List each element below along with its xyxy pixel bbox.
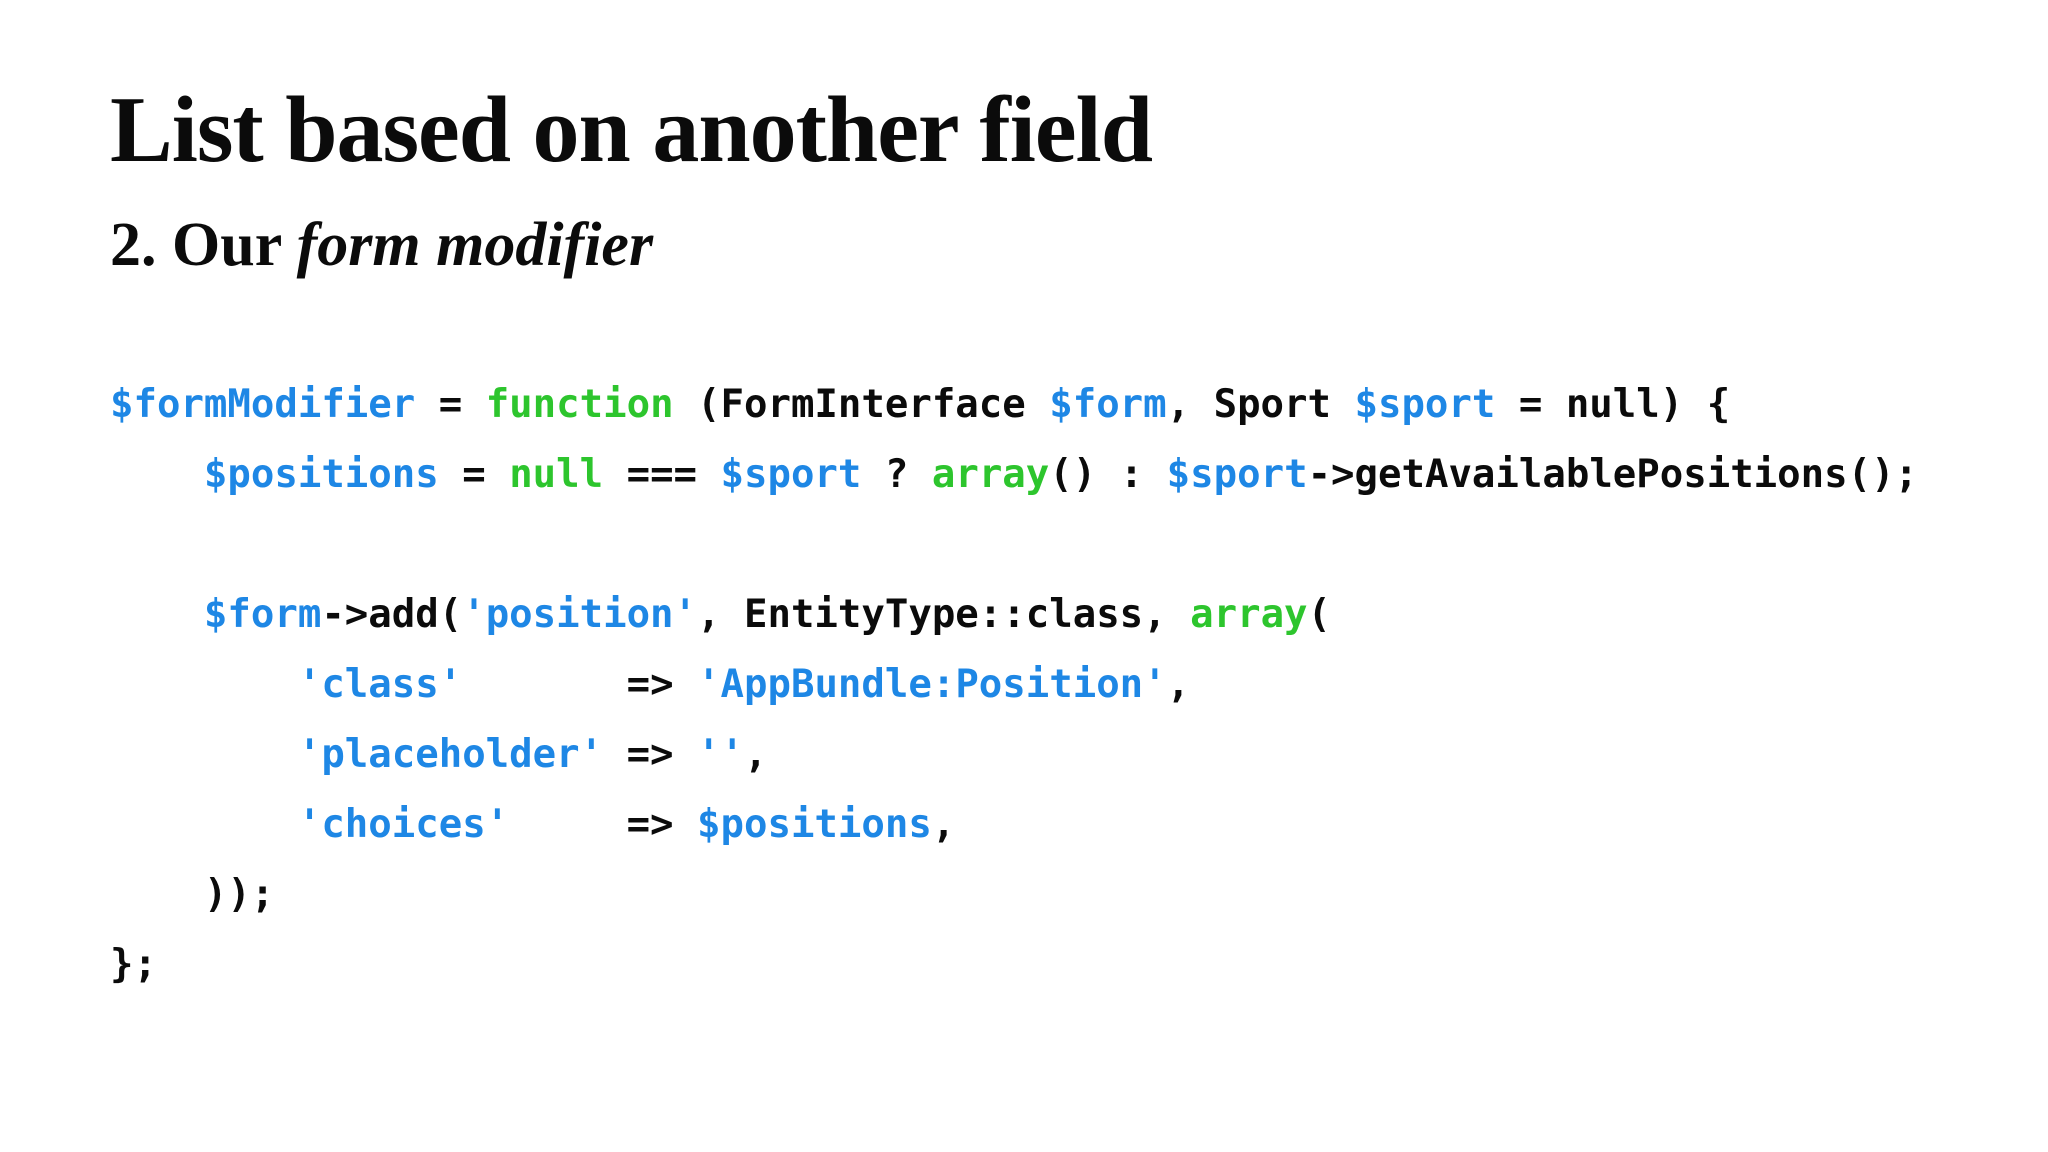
code-token-plain: = null) {: [1495, 381, 1731, 427]
code-token-variable: $sport: [720, 451, 862, 497]
code-token-plain: [462, 662, 626, 707]
code-token-plain: =>: [626, 661, 698, 707]
code-token-plain: [110, 592, 204, 637]
code-token-keyword: function: [485, 381, 674, 427]
code-token-variable: $form: [1049, 381, 1167, 427]
code-token-keyword: array: [1190, 591, 1308, 637]
code-token-plain: ===: [603, 451, 721, 497]
code-token-string: '': [697, 731, 744, 777]
code-token-plain: [110, 802, 298, 847]
code-token-plain: , Sport: [1166, 381, 1355, 427]
code-token-plain: =>: [626, 731, 698, 777]
code-token-variable: $form: [203, 591, 322, 637]
code-token-plain: (FormInterface: [673, 381, 1050, 427]
code-line: $formModifier = function (FormInterface …: [110, 370, 2048, 440]
slide-subtitle: 2. Our form modifier: [110, 206, 2048, 285]
code-token-plain: , EntityType::class,: [697, 591, 1191, 637]
code-line: 'placeholder' => '',: [110, 720, 2048, 790]
code-token-keyword: array: [931, 451, 1050, 497]
code-token-plain: (: [1307, 591, 1332, 637]
code-token-string: 'placeholder': [297, 731, 604, 777]
code-token-plain: () :: [1049, 451, 1167, 497]
code-token-plain: [110, 452, 204, 497]
code-token-variable: $positions: [203, 451, 439, 497]
code-line: 'class' => 'AppBundle:Position',: [110, 650, 2048, 720]
code-line: ));: [110, 860, 2048, 930]
code-line: 'choices' => $positions,: [110, 790, 2048, 860]
code-token-keyword: null: [509, 451, 604, 497]
code-token-plain: };: [110, 941, 157, 987]
code-token-plain: [110, 732, 298, 777]
slide-subtitle-prefix: 2. Our: [110, 211, 297, 280]
code-token-string: 'class': [297, 661, 463, 707]
code-token-plain: ->add(: [321, 591, 463, 637]
code-line: $form->add('position', EntityType::class…: [110, 580, 2048, 650]
code-token-plain: [509, 802, 626, 847]
code-token-plain: ?: [861, 451, 932, 497]
code-block: $formModifier = function (FormInterface …: [110, 370, 2048, 1000]
code-token-variable: $sport: [1166, 451, 1308, 497]
code-line: };: [110, 930, 2048, 1000]
code-token-plain: ,: [1166, 661, 1191, 707]
code-token-plain: ,: [931, 801, 956, 847]
code-token-plain: =: [415, 381, 486, 427]
code-token-variable: $sport: [1354, 381, 1496, 427]
code-token-plain: =>: [626, 801, 698, 847]
code-token-plain: [110, 662, 298, 707]
code-token-variable: $formModifier: [110, 381, 416, 427]
code-line: $positions = null === $sport ? array() :…: [110, 440, 2048, 510]
code-token-plain: ,: [744, 731, 768, 777]
code-token-plain: =: [438, 451, 510, 497]
code-token-variable: $positions: [697, 801, 932, 847]
code-token-string: 'AppBundle:Position': [697, 661, 1167, 707]
slide-title: List based on another field: [110, 78, 1153, 182]
slide-subtitle-emphasis: form modifier: [296, 211, 654, 280]
code-line: [110, 510, 2048, 580]
code-token-plain: ));: [110, 871, 275, 917]
code-token-string: 'position': [462, 591, 698, 637]
code-token-plain: [603, 732, 626, 777]
code-token-string: 'choices': [297, 801, 510, 847]
code-token-plain: ->getAvailablePositions();: [1307, 451, 1919, 497]
